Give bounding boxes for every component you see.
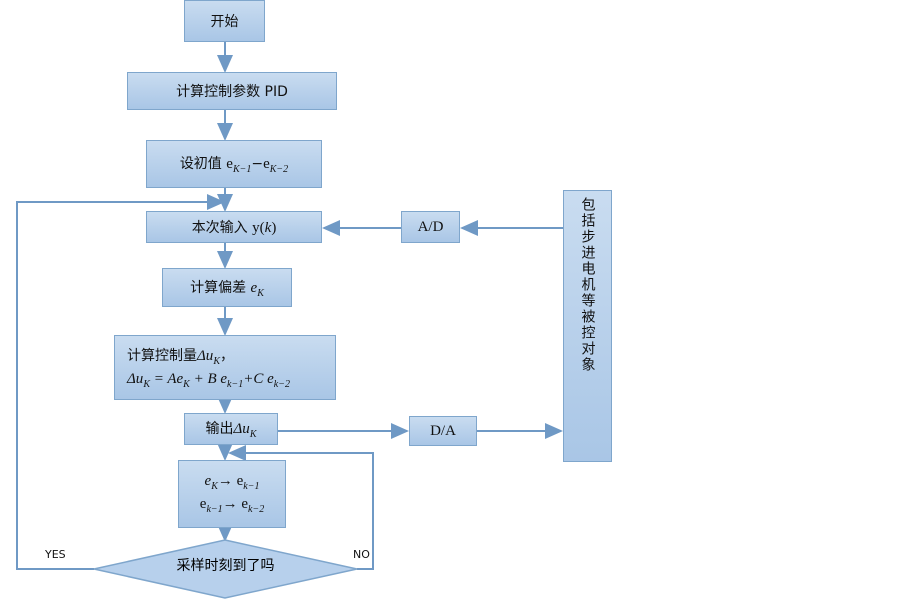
ad-node: A/D bbox=[401, 211, 460, 243]
decision-label: 采样时刻到了吗 bbox=[176, 558, 275, 574]
control-node: 计算控制量ΔuK， ΔuK = AeK + B ek−1+C ek−2 bbox=[114, 335, 336, 400]
init-node: 设初值 eK−1−eK−2 bbox=[146, 140, 322, 188]
start-node: 开始 bbox=[184, 0, 265, 42]
control-formula: ΔuK = AeK + B ek−1+C ek−2 bbox=[127, 370, 290, 390]
decision-diamond bbox=[93, 539, 358, 599]
shift-node: eK→ ek−1 ek−1→ ek−2 bbox=[178, 460, 286, 528]
yes-label: YES bbox=[45, 548, 66, 561]
input-node: 本次输入 y(k) bbox=[146, 211, 322, 243]
output-node: 输出ΔuK bbox=[184, 413, 278, 445]
init-label: 设初值 eK−1−eK−2 bbox=[179, 156, 289, 175]
error-node: 计算偏差 eK bbox=[162, 268, 292, 307]
ad-label: A/D bbox=[417, 218, 444, 235]
control-label: 计算控制量ΔuK， bbox=[127, 348, 234, 367]
plant-node: 包括步进电机等被控对象 bbox=[563, 190, 612, 462]
input-label: 本次输入 y(k) bbox=[191, 220, 277, 236]
error-label: 计算偏差 eK bbox=[190, 279, 264, 299]
plant-label: 包括步进电机等被控对象 bbox=[579, 197, 596, 373]
da-node: D/A bbox=[409, 416, 477, 446]
shift-line-1: eK→ ek−1 bbox=[204, 473, 260, 492]
calc-params-label: 计算控制参数 PID bbox=[176, 84, 288, 100]
output-label: 输出ΔuK bbox=[205, 421, 257, 440]
da-label: D/A bbox=[430, 422, 456, 439]
shift-line-2: ek−1→ ek−2 bbox=[199, 496, 265, 515]
calc-params-node: 计算控制参数 PID bbox=[127, 72, 337, 110]
start-label: 开始 bbox=[210, 14, 239, 30]
no-label: NO bbox=[353, 548, 370, 561]
